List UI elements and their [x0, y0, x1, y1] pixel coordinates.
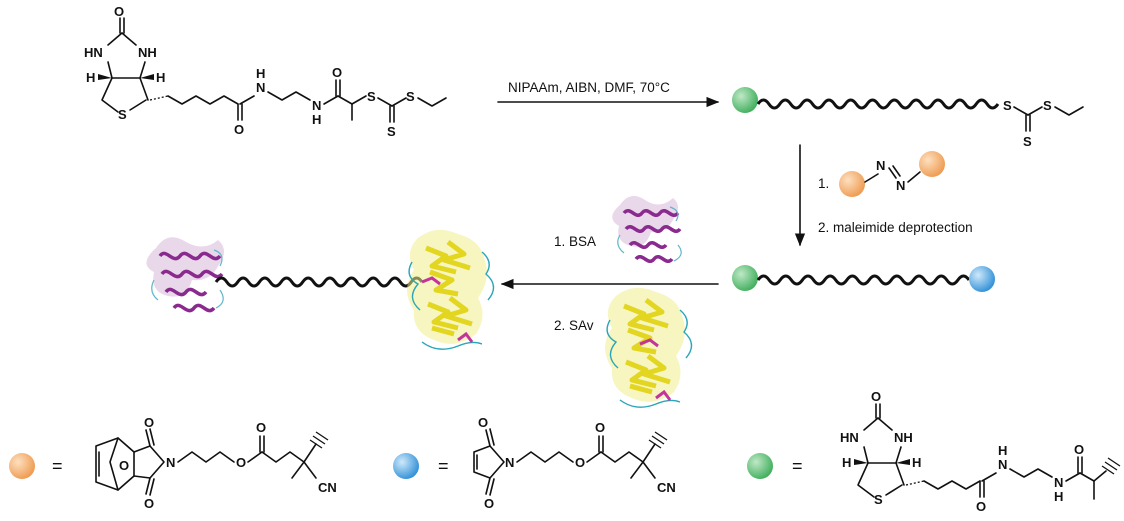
atom-nh-amide2: N: [312, 98, 321, 113]
atom-o-amide1: O: [234, 122, 244, 137]
orange-bead-left: [839, 171, 865, 197]
legend-orange-o-top: O: [144, 415, 154, 430]
legend-orange-n: N: [166, 455, 175, 470]
legend-blue-n: N: [505, 455, 514, 470]
legend-orange-equals: =: [52, 456, 63, 476]
legend-green-bead: [747, 453, 773, 479]
bsa-protein-icon: [612, 196, 682, 263]
legend-green-s: S: [874, 492, 883, 507]
legend-green-n-amide2: N: [1054, 475, 1063, 490]
bsa-polymer-sav-conjugate: [146, 229, 495, 350]
biotin-polymer-cta: S S S: [732, 87, 1084, 149]
polymer-chain-3: [214, 276, 424, 288]
legend-blue-o-ester: O: [575, 455, 585, 470]
legend-orange-o-carbonyl: O: [256, 420, 266, 435]
polymer-chain-2: [756, 274, 971, 286]
legend-blue-o-bottom: O: [484, 496, 494, 511]
legend-green-o-amide1: O: [976, 499, 986, 514]
polymer-chain-1: [756, 98, 1000, 110]
bsa-protein-conjugate: [146, 237, 224, 313]
step1-conditions: NIPAAm, AIBN, DMF, 70°C: [508, 80, 670, 95]
atom-n-azo1: N: [876, 158, 885, 173]
atom-nh-right: NH: [138, 45, 157, 60]
atom-h-right: H: [156, 70, 165, 85]
atom-o-amide2: O: [332, 65, 342, 80]
legend-green-nh: NH: [894, 430, 913, 445]
legend-blue-equals: =: [438, 456, 449, 476]
step2-label2: 2. maleimide deprotection: [818, 220, 973, 235]
atom-s-cta2: S: [406, 89, 415, 104]
orange-bead-right: [919, 151, 945, 177]
legend-orange-o-ester: O: [236, 455, 246, 470]
biotin-polymer-maleimide: [732, 265, 995, 292]
step3-label2: 2. SAv: [554, 318, 594, 333]
legend-orange-bead: [9, 453, 35, 479]
legend-orange: = O O O N O O CN: [9, 415, 337, 511]
arrow-step2: 1. N N 2. maleimide deprotection: [794, 144, 973, 247]
atom-h-amide1: H: [256, 66, 265, 81]
step3-label1: 1. BSA: [554, 234, 596, 249]
legend-green-h-right: H: [912, 455, 921, 470]
atom-s-poly1: S: [1003, 98, 1012, 113]
legend-orange-o-bridge: O: [119, 458, 129, 473]
arrow-step1: NIPAAm, AIBN, DMF, 70°C: [497, 80, 720, 108]
blue-bead-maleimide: [969, 266, 995, 292]
atom-n-azo2: N: [896, 178, 905, 193]
legend-green: = O HN NH H H S O N H N H O: [747, 389, 1121, 514]
biotin-raft-agent: O HN NH H H S O N H N H O: [84, 4, 447, 139]
atom-h-left: H: [86, 70, 95, 85]
atom-nh-amide1: N: [256, 80, 265, 95]
legend-blue: = O O N O O CN: [393, 415, 676, 511]
legend-green-hn: HN: [840, 430, 859, 445]
legend-blue-bead: [393, 453, 419, 479]
atom-s-ring: S: [118, 107, 127, 122]
atom-s-cta-thione: S: [387, 124, 396, 139]
atom-hn-left: HN: [84, 45, 103, 60]
legend-green-h-amide1: H: [998, 443, 1007, 458]
legend-green-h-amide2: H: [1054, 489, 1063, 504]
legend-blue-cn: CN: [657, 480, 676, 495]
green-bead-biotin: [732, 87, 758, 113]
legend-green-o-amide2: O: [1074, 442, 1084, 457]
atom-s-poly2: S: [1043, 98, 1052, 113]
legend-green-o-urea: O: [871, 389, 881, 404]
atom-o-urea: O: [114, 4, 124, 19]
step2-label1-prefix: 1.: [818, 176, 829, 191]
atom-s-cta1: S: [367, 89, 376, 104]
atom-h-amide2: H: [312, 112, 321, 127]
sav-protein-conjugate: [407, 229, 495, 350]
legend-green-h-left: H: [842, 455, 851, 470]
atom-s-poly-thione: S: [1023, 134, 1032, 149]
green-bead-biotin-2: [732, 265, 758, 291]
legend-blue-o-top: O: [478, 415, 488, 430]
legend-green-equals: =: [792, 456, 803, 476]
legend-green-n-amide1: N: [998, 457, 1007, 472]
legend-orange-o-bottom: O: [144, 496, 154, 511]
legend-orange-cn: CN: [318, 480, 337, 495]
sav-protein-icon: [605, 287, 693, 408]
legend-blue-o-carbonyl: O: [595, 420, 605, 435]
arrow-step3: 1. BSA 2. SAv: [500, 234, 719, 333]
